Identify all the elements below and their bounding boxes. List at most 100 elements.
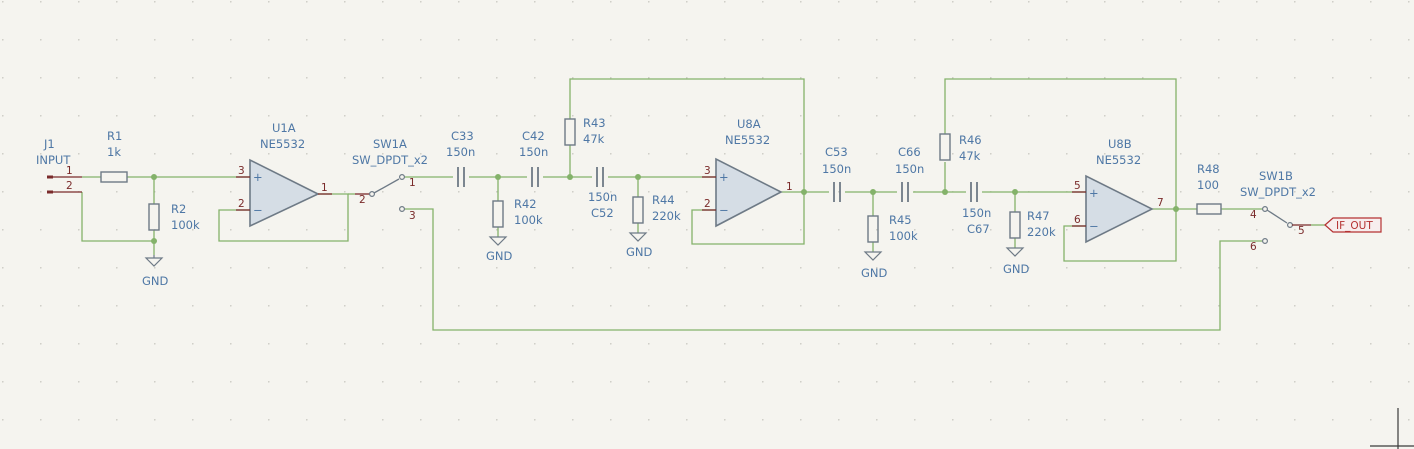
u8b-pin7: 7 — [1157, 197, 1164, 209]
resistor-r48[interactable]: R48 100 — [1196, 162, 1222, 215]
u8b-ref: U8B — [1108, 137, 1132, 151]
c33-value: 150n — [446, 145, 475, 159]
gnd-symbol: GND — [486, 236, 513, 263]
connector-j1[interactable]: J1 INPUT 1 2 — [36, 137, 82, 194]
u8a-minus: − — [719, 203, 729, 217]
u1a-pin3: 3 — [238, 165, 245, 177]
c52-value: 150n — [588, 190, 617, 204]
r42-value: 100k — [514, 213, 543, 227]
switch-sw1a[interactable]: SW1A SW_DPDT_x2 2 1 3 — [352, 137, 428, 222]
r45-ref: R45 — [889, 213, 912, 227]
resistor-r43[interactable]: R43 47k — [564, 116, 606, 146]
resistor-r42[interactable]: R42 100k — [492, 197, 543, 228]
capacitor-c53[interactable]: C53 150n — [822, 145, 851, 202]
capacitor-c66[interactable]: C66 150n — [895, 145, 924, 202]
gnd-symbol: GND — [1003, 247, 1030, 276]
c66-ref: C66 — [898, 145, 921, 159]
gnd-symbol: GND — [142, 255, 169, 288]
capacitor-c42[interactable]: C42 150n — [519, 129, 548, 187]
r48-ref: R48 — [1197, 162, 1220, 176]
u8b-pin6: 6 — [1074, 214, 1081, 226]
sw1a-pin3: 3 — [409, 210, 416, 222]
c53-value: 150n — [822, 162, 851, 176]
c42-ref: C42 — [522, 129, 545, 143]
r1-value: 1k — [107, 145, 121, 159]
c52-ref: C52 — [591, 206, 614, 220]
c67-value: 150n — [962, 206, 991, 220]
u8a-pin1: 1 — [786, 181, 793, 193]
u1a-ref: U1A — [272, 121, 296, 135]
resistor-r1[interactable]: R1 1k — [100, 129, 128, 183]
resistor-r2[interactable]: R2 100k — [148, 202, 200, 232]
u1a-minus: − — [253, 203, 263, 217]
r2-value: 100k — [171, 218, 200, 232]
c42-value: 150n — [519, 145, 548, 159]
resistor-r46[interactable]: R46 47k — [939, 133, 982, 163]
capacitor-c67[interactable]: 150n C67 — [962, 182, 991, 236]
resistor-r44[interactable]: R44 220k — [632, 193, 681, 224]
r43-ref: R43 — [583, 116, 606, 130]
u8a-pin2: 2 — [704, 198, 711, 210]
r43-value: 47k — [583, 132, 605, 146]
junctions — [151, 174, 1179, 244]
u8a-value: NE5532 — [725, 133, 770, 147]
r44-ref: R44 — [652, 193, 675, 207]
gnd-symbol: GND — [861, 251, 888, 280]
sw1b-value: SW_DPDT_x2 — [1240, 185, 1316, 199]
capacitor-c33[interactable]: C33 150n — [446, 129, 475, 187]
resistor-r45[interactable]: R45 100k — [867, 213, 918, 243]
r44-value: 220k — [652, 209, 681, 223]
opamp-u1a[interactable]: U1A NE5532 + − 3 2 1 — [236, 121, 332, 228]
wires — [81, 78, 1325, 331]
r1-ref: R1 — [107, 129, 122, 143]
j1-value: INPUT — [36, 153, 71, 167]
gnd-label: GND — [1003, 262, 1030, 276]
u8b-pin5: 5 — [1074, 180, 1081, 192]
u8b-minus: − — [1089, 219, 1099, 233]
u1a-plus: + — [253, 170, 263, 184]
u1a-pin2: 2 — [238, 198, 245, 210]
u8a-ref: U8A — [737, 117, 761, 131]
u8b-plus: + — [1089, 186, 1099, 200]
sw1a-ref: SW1A — [373, 137, 407, 151]
global-label-if-out[interactable]: IF_OUT — [1324, 217, 1382, 233]
gnd-label: GND — [142, 274, 169, 288]
opamp-u8b[interactable]: U8B NE5532 + − 5 6 7 — [1072, 137, 1164, 244]
r46-ref: R46 — [959, 133, 982, 147]
sheet-border-corner — [1370, 408, 1414, 449]
gnd-label: GND — [626, 245, 653, 259]
c66-value: 150n — [895, 162, 924, 176]
sw1b-pin6: 6 — [1250, 241, 1257, 253]
u8b-value: NE5532 — [1096, 153, 1141, 167]
sw1a-pin2: 2 — [359, 194, 366, 206]
j1-pin2: 2 — [66, 180, 73, 192]
c67-ref: C67 — [967, 222, 990, 236]
gnd-label: GND — [486, 249, 513, 263]
c53-ref: C53 — [825, 145, 848, 159]
u8a-plus: + — [719, 170, 729, 184]
gnd-label: GND — [861, 266, 888, 280]
r48-value: 100 — [1197, 178, 1219, 192]
resistor-r47[interactable]: R47 220k — [1009, 209, 1056, 239]
r47-value: 220k — [1027, 225, 1056, 239]
capacitor-c52[interactable]: 150n C52 — [588, 167, 617, 220]
gnd-symbol: GND — [626, 232, 653, 259]
sw1b-pin4: 4 — [1250, 209, 1257, 221]
switch-sw1b[interactable]: SW1B SW_DPDT_x2 4 5 6 — [1240, 169, 1316, 253]
sw1b-ref: SW1B — [1259, 169, 1293, 183]
if-out-label: IF_OUT — [1336, 220, 1373, 232]
c33-ref: C33 — [451, 129, 474, 143]
u8a-pin3: 3 — [704, 165, 711, 177]
r45-value: 100k — [889, 229, 918, 243]
opamp-u8a[interactable]: U8A NE5532 + − 3 2 1 — [702, 117, 793, 228]
r2-ref: R2 — [171, 202, 186, 216]
r47-ref: R47 — [1027, 209, 1050, 223]
sw1b-pin5: 5 — [1298, 225, 1305, 237]
j1-ref: J1 — [43, 137, 55, 151]
r46-value: 47k — [959, 149, 981, 163]
j1-pin1: 1 — [66, 165, 73, 177]
r42-ref: R42 — [514, 197, 537, 211]
sw1a-pin1: 1 — [409, 177, 416, 189]
